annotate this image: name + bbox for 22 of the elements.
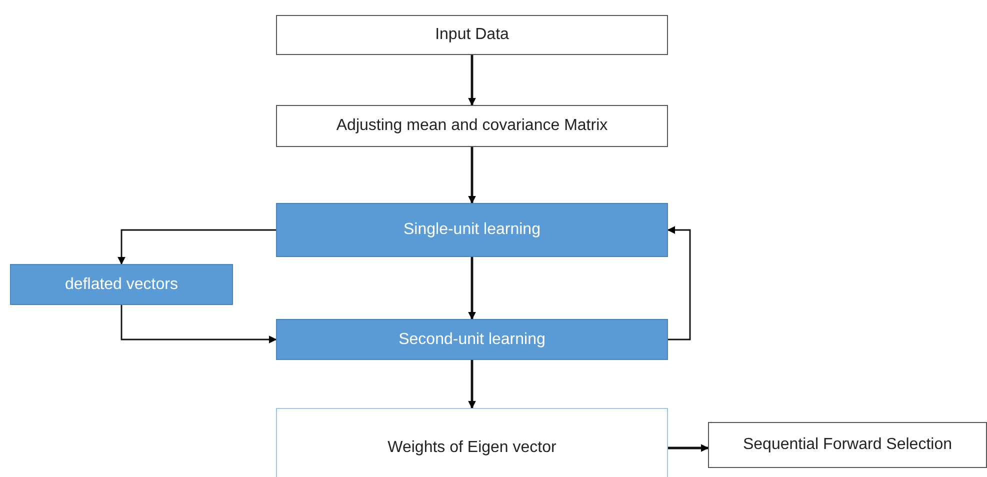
process-box <box>708 422 987 468</box>
process-box <box>276 203 668 257</box>
arrow <box>668 444 709 452</box>
box-label: Input Data <box>435 25 509 45</box>
arrow <box>118 229 276 265</box>
box-label: Second-unit learning <box>398 330 546 350</box>
arrow <box>468 257 476 320</box>
arrow <box>468 360 476 409</box>
process-box <box>276 319 668 360</box>
box-label: Weights of Eigen vector <box>388 438 556 458</box>
arrow <box>120 305 277 344</box>
arrow <box>667 226 691 340</box>
box-label: deflated vectors <box>65 274 178 294</box>
process-box <box>276 105 668 147</box>
process-box <box>276 15 668 55</box>
process-box <box>10 264 233 305</box>
process-box <box>276 408 668 477</box>
box-label: Single-unit learning <box>404 220 540 240</box>
box-label: Sequential Forward Selection <box>742 435 952 455</box>
arrow <box>468 147 476 204</box>
arrow <box>468 55 476 106</box>
box-label: Adjusting mean and covariance Matrix <box>336 116 608 136</box>
